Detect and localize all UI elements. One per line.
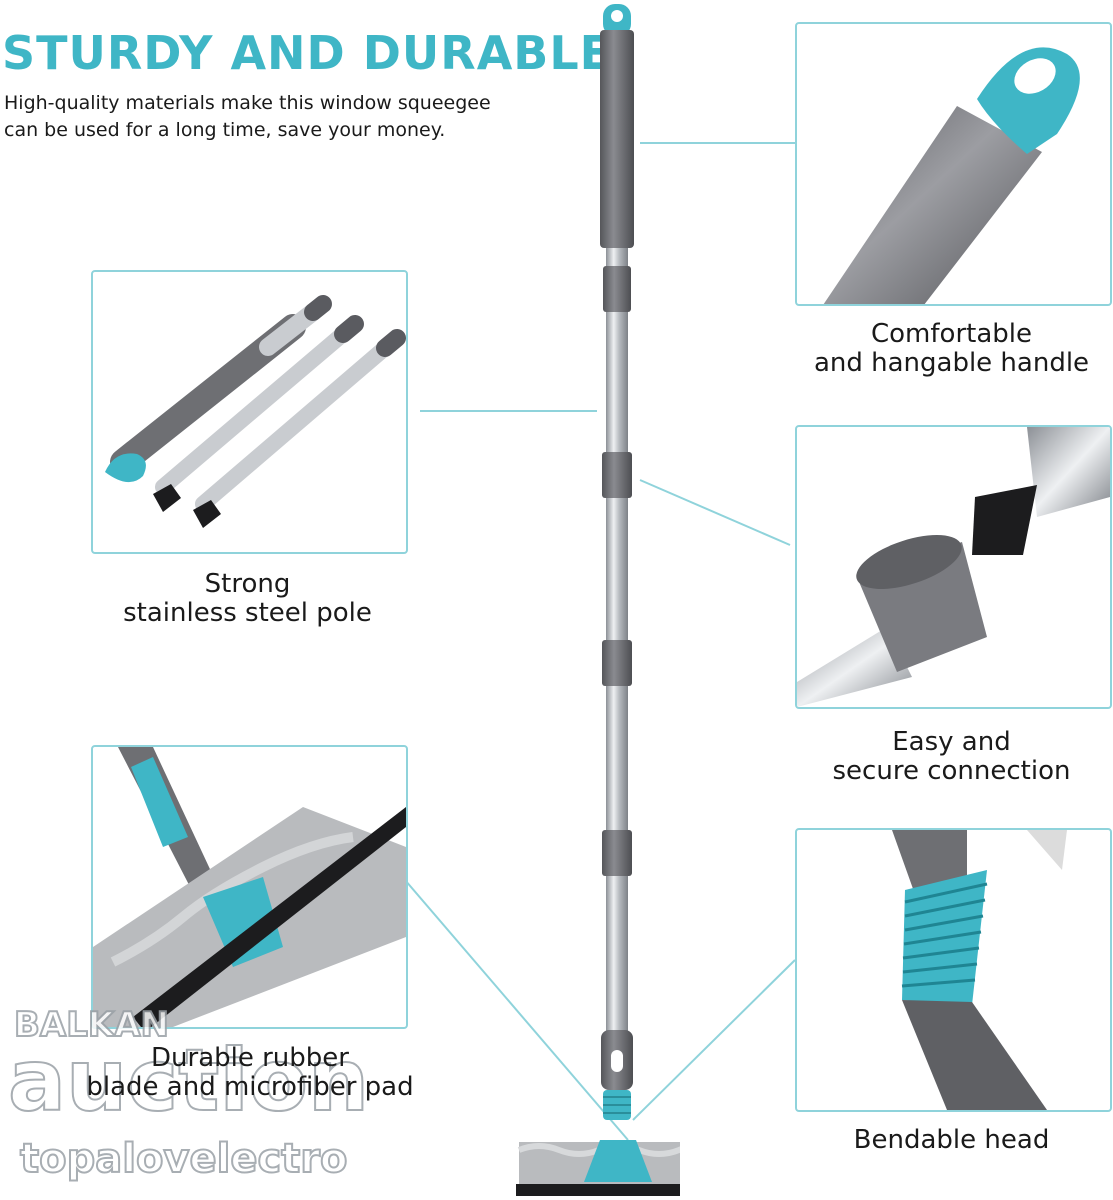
subtitle: High-quality materials make this window … [4, 90, 491, 144]
blade-closeup-image [93, 747, 406, 1027]
subtitle-line-2: can be used for a long time, save your m… [4, 119, 446, 141]
panel-blade [91, 745, 408, 1029]
handle-closeup-image [823, 47, 1080, 304]
connection-closeup-image [797, 427, 1110, 707]
caption-connection-line-1: Easy and [892, 727, 1011, 757]
caption-handle-line-1: Comfortable [871, 319, 1032, 349]
caption-connection-line-2: secure connection [832, 756, 1071, 786]
caption-blade-line-1: Durable rubber [151, 1043, 349, 1073]
caption-pole-line-2: stainless steel pole [123, 598, 372, 628]
caption-blade-line-2: blade and microfiber pad [86, 1072, 414, 1102]
squeegee-pole-illustration [516, 4, 680, 1196]
panel-handle [795, 22, 1112, 306]
panel-head [795, 828, 1112, 1112]
caption-head-line-1: Bendable head [853, 1125, 1050, 1155]
caption-head: Bendable head [795, 1126, 1108, 1155]
caption-pole-line-1: Strong [204, 569, 291, 599]
pole-sections-image [105, 295, 406, 528]
panel-connection [795, 425, 1112, 709]
page-title: STURDY AND DURABLE [2, 26, 613, 80]
caption-connection: Easy and secure connection [795, 728, 1108, 786]
bendable-head-image [892, 830, 1067, 1110]
subtitle-line-1: High-quality materials make this window … [4, 92, 491, 114]
caption-blade: Durable rubber blade and microfiber pad [40, 1044, 460, 1102]
caption-handle: Comfortable and hangable handle [795, 320, 1108, 378]
panel-pole [91, 270, 408, 554]
caption-handle-line-2: and hangable handle [813, 348, 1090, 378]
watermark-bottom: topalovelectro [20, 1136, 348, 1182]
caption-pole: Strong stainless steel pole [91, 570, 404, 628]
